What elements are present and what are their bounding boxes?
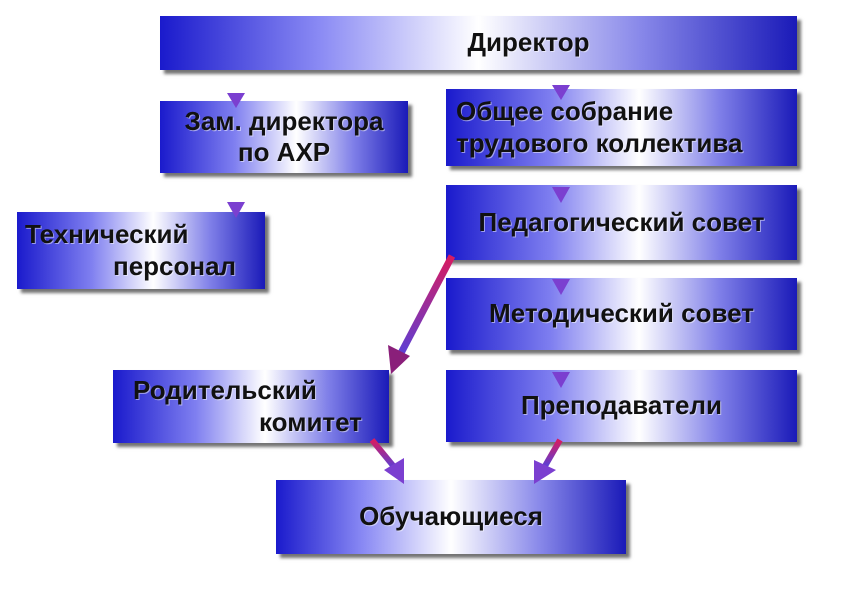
methodical-council-box: Методический совет [446, 278, 797, 350]
pedagogical-council-label: Педагогический совет [478, 206, 765, 237]
parent-committee-box: Родительский комитет [113, 370, 389, 443]
arrow-pedagogical-council-to-parent-committee [388, 254, 456, 374]
deputy-director-label-line2: по АХР [237, 137, 331, 167]
methodical-council-label: Методический совет [489, 298, 754, 329]
technical-staff-box: Технический персонал [17, 212, 265, 289]
arrow-deputy-to-technical-staff [227, 170, 245, 218]
general-meeting-label-line1: Общее собрание [456, 96, 674, 127]
teachers-label: Преподаватели [520, 390, 723, 421]
technical-staff-label-line2: персонал [113, 250, 237, 281]
general-meeting-label-line2: трудового коллектива [456, 127, 743, 158]
general-meeting-box: Общее собрание трудового коллектива [446, 89, 797, 166]
parent-committee-label-line2: комитет [259, 406, 363, 437]
director-box: Директор [160, 16, 797, 70]
arrow-parent-committee-to-students [369, 438, 404, 484]
students-label: Обучающиеся [359, 501, 543, 532]
teachers-box: Преподаватели [446, 370, 797, 442]
director-label: Директор [467, 27, 590, 58]
students-box: Обучающиеся [276, 480, 626, 554]
arrow-teachers-to-students [534, 438, 563, 484]
deputy-director-box: Зам. директора по АХР [160, 101, 408, 173]
pedagogical-council-box: Педагогический совет [446, 185, 797, 260]
parent-committee-label-line1: Родительский [133, 375, 317, 406]
deputy-director-label-line1: Зам. директора [184, 105, 384, 136]
technical-staff-label-line1: Технический [25, 219, 189, 250]
